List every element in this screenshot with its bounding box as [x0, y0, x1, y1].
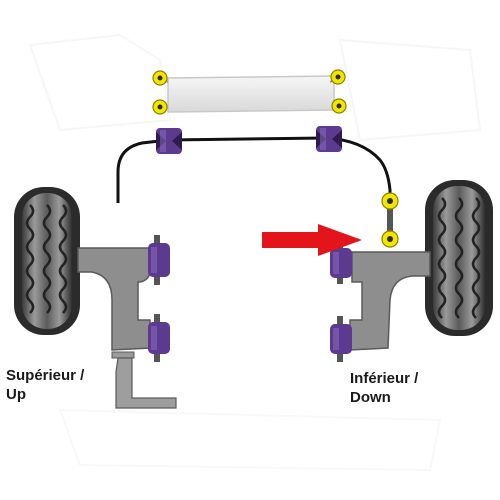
upper-label-line1: Supérieur /: [6, 367, 85, 384]
subframe-bolt: [152, 99, 168, 115]
right-lower-bush: [330, 316, 352, 362]
top-subframe: [159, 75, 339, 113]
background-ghost: [28, 33, 482, 472]
right-wheel: [425, 180, 493, 336]
left-wheel: [14, 187, 80, 335]
subframe-bolt: [330, 69, 346, 85]
anti-roll-bar-bush: [316, 126, 342, 152]
anti-roll-bar: [116, 136, 392, 203]
lower-label: Inférieur / Down: [350, 369, 418, 407]
left-upper-bush: [148, 235, 170, 285]
lower-label-line2: Down: [350, 389, 391, 406]
left-control-arm: [77, 247, 177, 409]
subframe-bolt: [331, 98, 347, 114]
left-lower-bush: [148, 314, 170, 362]
upper-label: Supérieur / Up: [6, 366, 84, 404]
drop-link: [381, 192, 399, 248]
lower-label-line1: Inférieur /: [350, 370, 419, 387]
upper-label-line2: Up: [6, 386, 26, 403]
right-control-arm: [349, 251, 431, 351]
subframe-bolt: [152, 70, 168, 86]
right-arrow-icon: [262, 224, 362, 256]
anti-roll-bar-bush: [156, 128, 182, 154]
